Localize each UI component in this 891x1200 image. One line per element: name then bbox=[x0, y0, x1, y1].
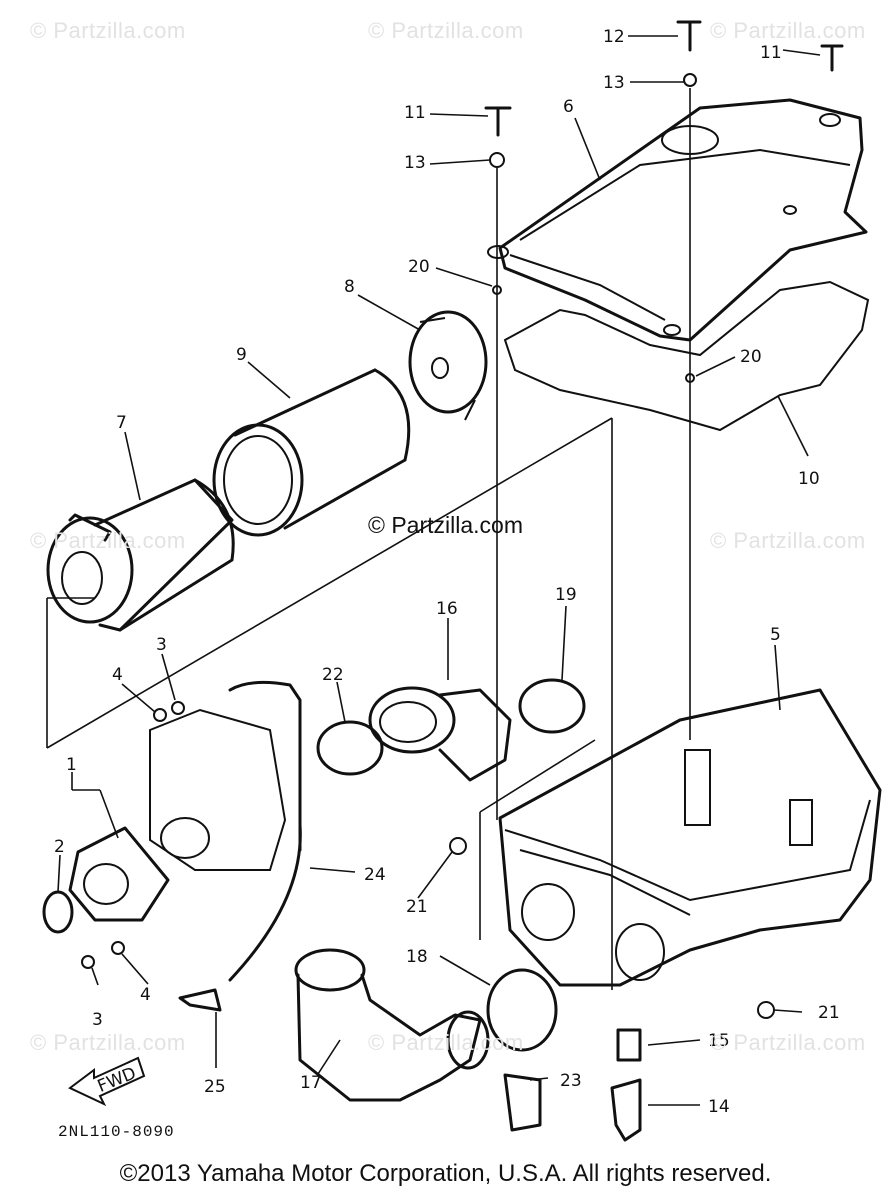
hose-clamp-19 bbox=[518, 678, 586, 734]
callout-6: 6 bbox=[563, 97, 574, 117]
callout-5: 5 bbox=[770, 625, 781, 645]
copyright-notice: ©2013 Yamaha Motor Corporation, U.S.A. A… bbox=[119, 1160, 772, 1187]
drain-parts bbox=[503, 1028, 642, 1142]
watermark: © Partzilla.com bbox=[30, 1030, 186, 1055]
callout-3b: 3 bbox=[92, 1010, 103, 1030]
watermark: © Partzilla.com bbox=[710, 18, 866, 43]
hose-clamp-18 bbox=[486, 968, 558, 1052]
callout-10: 10 bbox=[798, 469, 820, 489]
callout-20a: 20 bbox=[408, 257, 430, 277]
air-box-gasket bbox=[503, 280, 870, 432]
watermark: © Partzilla.com bbox=[30, 528, 186, 553]
breather-hose bbox=[228, 680, 302, 982]
carburetor-joint bbox=[368, 686, 512, 782]
air-box-cover bbox=[487, 98, 868, 342]
diagram-code: 2NL110-8090 bbox=[58, 1123, 175, 1141]
air-box-case bbox=[498, 688, 882, 987]
callout-21b: 21 bbox=[818, 1003, 840, 1023]
callout-17: 17 bbox=[300, 1073, 322, 1093]
fasteners bbox=[81, 20, 844, 1019]
callout-11b: 11 bbox=[404, 103, 426, 123]
callout-24: 24 bbox=[364, 865, 386, 885]
callout-1: 1 bbox=[66, 755, 77, 775]
callout-15: 15 bbox=[708, 1031, 730, 1051]
watermark-center: © Partzilla.com bbox=[368, 512, 523, 538]
callout-12: 12 bbox=[603, 27, 625, 47]
carburetor-body bbox=[149, 708, 287, 871]
fwd-label: FWD bbox=[95, 1063, 139, 1096]
callout-18: 18 bbox=[406, 947, 428, 967]
hose-clamp-22 bbox=[316, 720, 384, 776]
leader-lines bbox=[57, 35, 821, 1106]
callout-numbers: 12 13 11 11 13 6 20 20 8 9 10 7 5 16 19 … bbox=[54, 27, 840, 1117]
filter-sleeve bbox=[212, 368, 411, 537]
callout-16: 16 bbox=[436, 599, 458, 619]
filter-cap bbox=[408, 310, 488, 421]
callout-22: 22 bbox=[322, 665, 344, 685]
watermark: © Partzilla.com bbox=[368, 18, 524, 43]
air-filter-element bbox=[46, 478, 235, 632]
callout-21a: 21 bbox=[406, 897, 428, 917]
callout-9: 9 bbox=[236, 345, 247, 365]
callout-4b: 4 bbox=[140, 985, 151, 1005]
callout-23: 23 bbox=[560, 1071, 582, 1091]
watermark: © Partzilla.com bbox=[710, 1030, 866, 1055]
callout-2: 2 bbox=[54, 837, 65, 857]
callout-8: 8 bbox=[344, 277, 355, 297]
callout-13b: 13 bbox=[404, 153, 426, 173]
callout-19: 19 bbox=[555, 585, 577, 605]
watermark: © Partzilla.com bbox=[368, 1030, 524, 1055]
alignment-lines bbox=[46, 88, 691, 990]
callout-11a: 11 bbox=[760, 43, 782, 63]
watermark: © Partzilla.com bbox=[30, 18, 186, 43]
callout-14: 14 bbox=[708, 1097, 730, 1117]
callout-25: 25 bbox=[204, 1077, 226, 1097]
intake-duct bbox=[294, 948, 490, 1102]
callout-7: 7 bbox=[116, 413, 127, 433]
callout-13a: 13 bbox=[603, 73, 625, 93]
forward-arrow-icon: FWD bbox=[68, 1056, 146, 1107]
watermark: © Partzilla.com bbox=[710, 528, 866, 553]
callout-3a: 3 bbox=[156, 635, 167, 655]
callout-4a: 4 bbox=[112, 665, 123, 685]
callout-20b: 20 bbox=[740, 347, 762, 367]
